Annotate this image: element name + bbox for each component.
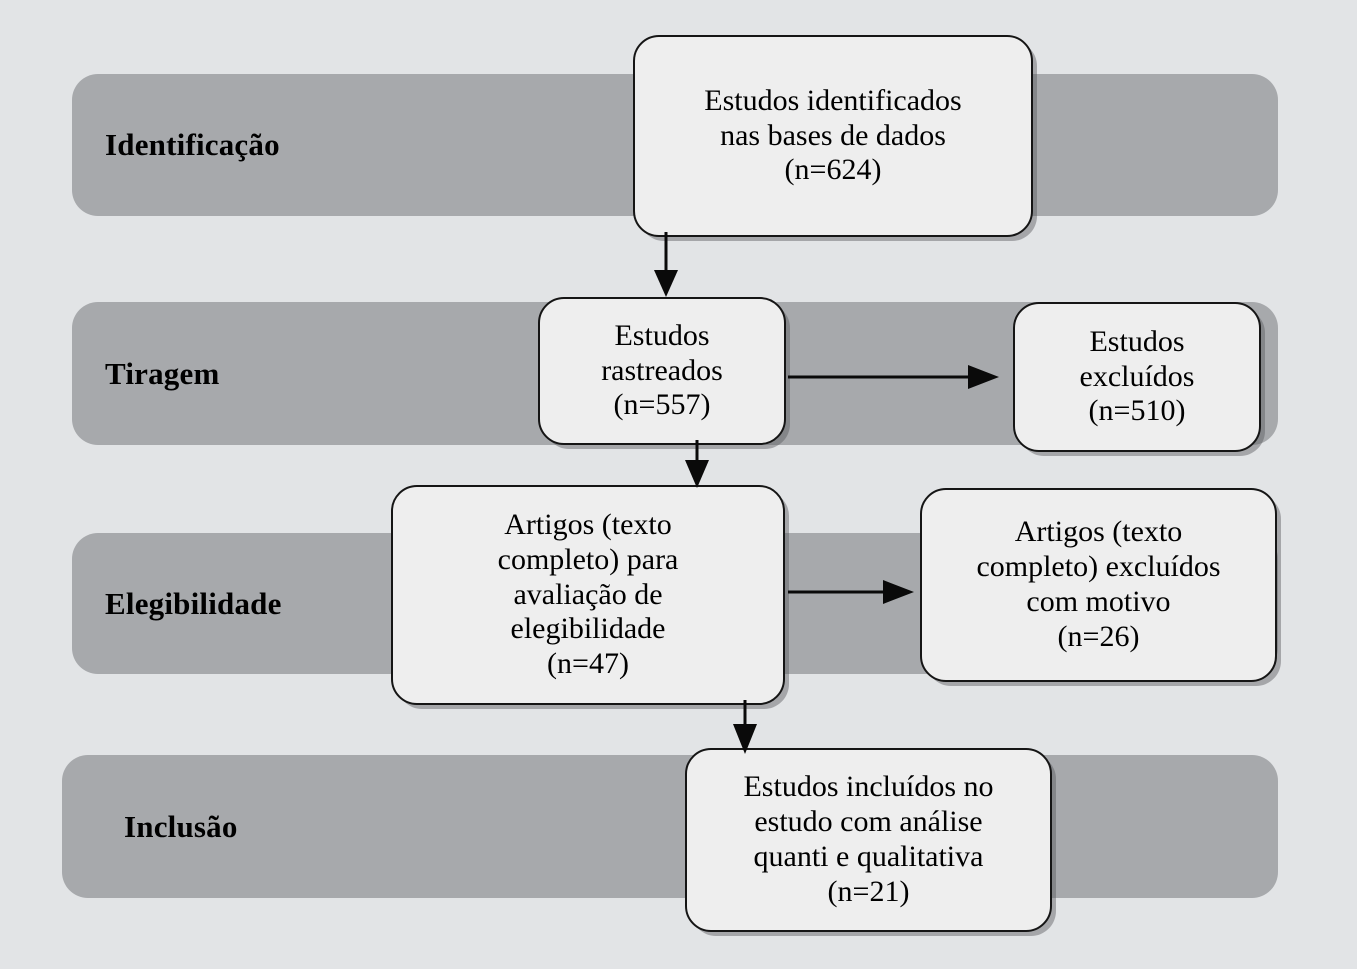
connector-rastreados-to-excluidos-triagem	[788, 365, 999, 389]
box-artigos-excluidos-motivo[interactable]: Artigos (texto completo) excluídos com m…	[920, 488, 1277, 682]
connector-rastreados-to-texto-completo	[685, 440, 709, 488]
stage-label-identificacao: Identificação	[105, 127, 280, 162]
connector-identificados-to-rastreados	[654, 232, 678, 297]
box-estudos-excluidos-text: Estudos excluídos (n=510)	[1079, 324, 1195, 428]
box-artigos-excluidos-motivo-text: Artigos (texto completo) excluídos com m…	[976, 515, 1221, 653]
stage-band-inclusao: Inclusão	[62, 755, 1278, 898]
connector-texto-completo-to-incluidos	[733, 700, 757, 754]
box-estudos-rastreados-text: Estudos rastreados (n=557)	[601, 318, 723, 422]
box-estudos-rastreados[interactable]: Estudos rastreados (n=557)	[538, 297, 786, 445]
connector-texto-completo-to-excluidos-motivo	[788, 580, 914, 604]
box-estudos-excluidos[interactable]: Estudos excluídos (n=510)	[1013, 302, 1261, 452]
box-estudos-identificados[interactable]: Estudos identificados nas bases de dados…	[633, 35, 1033, 237]
box-estudos-incluidos-text: Estudos incluídos no estudo com análise …	[743, 770, 994, 908]
box-artigos-texto-completo-text: Artigos (texto completo) para avaliação …	[497, 508, 679, 681]
stage-label-tiragem: Tiragem	[105, 355, 220, 391]
box-estudos-identificados-text: Estudos identificados nas bases de dados…	[704, 83, 962, 187]
stage-label-inclusao: Inclusão	[124, 808, 238, 844]
stage-label-elegibilidade: Elegibilidade	[105, 585, 282, 621]
box-artigos-texto-completo[interactable]: Artigos (texto completo) para avaliação …	[391, 485, 785, 705]
box-estudos-incluidos[interactable]: Estudos incluídos no estudo com análise …	[685, 748, 1052, 932]
